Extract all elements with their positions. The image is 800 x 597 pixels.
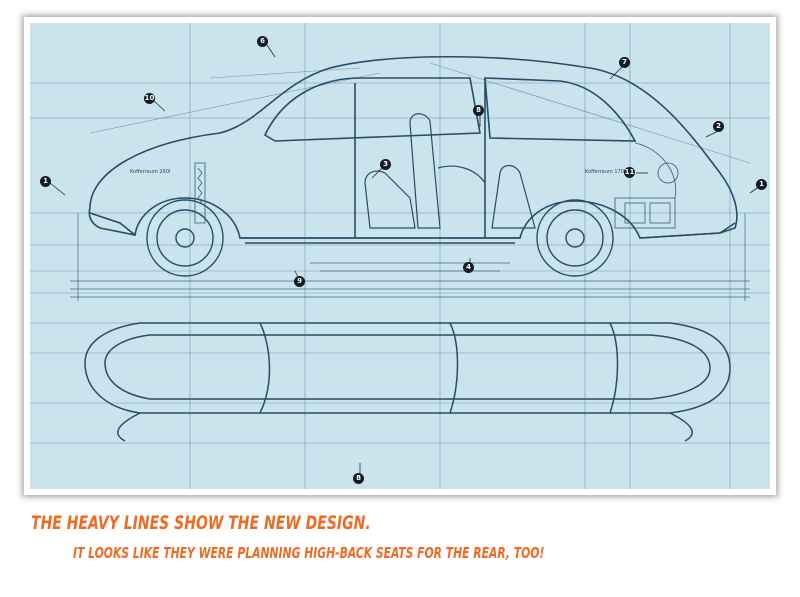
callout-10: 10 <box>144 93 155 104</box>
side-view-body <box>88 55 738 244</box>
caption-line-1: The heavy lines show the new design. <box>31 512 371 534</box>
wheels <box>146 199 614 277</box>
callout-4: 4 <box>463 262 474 273</box>
callout-9: 9 <box>294 276 305 287</box>
callout-1-rear: 1 <box>756 179 767 190</box>
rear-area-label: Kofferraum 170l <box>585 169 625 175</box>
callout-leaders <box>49 44 761 479</box>
callout-6: 6 <box>257 36 268 47</box>
callout-2: 2 <box>713 121 724 132</box>
plan-view-body <box>84 322 731 442</box>
blueprint-image: Kofferraum 260l Kofferraum 170l 1 10 6 3… <box>30 23 770 489</box>
construction-lines <box>30 23 770 489</box>
front-area-label: Kofferraum 260l <box>130 169 170 175</box>
mechanical-details <box>194 142 679 229</box>
callout-7: 7 <box>619 57 630 68</box>
callout-3: 3 <box>380 159 391 170</box>
callout-8-top: 8 <box>473 105 484 116</box>
seats <box>364 113 536 229</box>
caption-line-2: It looks like they were planning high-ba… <box>73 544 545 562</box>
callout-8-bottom: 8 <box>353 473 364 484</box>
blueprint-drawing: Kofferraum 260l Kofferraum 170l <box>30 23 770 489</box>
callout-1-front: 1 <box>40 176 51 187</box>
callout-11: 11 <box>624 167 635 178</box>
dimension-lines <box>70 213 750 301</box>
